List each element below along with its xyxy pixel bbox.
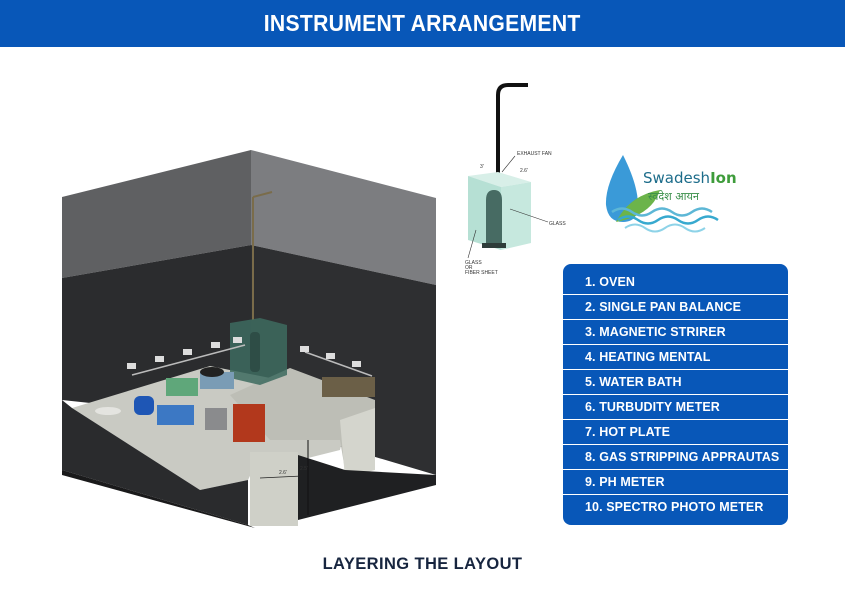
- hood-top: [468, 172, 531, 187]
- header-bar: INSTRUMENT ARRANGEMENT: [0, 0, 845, 47]
- counter-right-face: [340, 408, 375, 478]
- leaf-icon: [616, 190, 660, 222]
- swadeshion-logo: SwadeshIon स्वदेश आयन: [605, 155, 737, 233]
- logo-text-english: SwadeshIon: [643, 169, 737, 187]
- label-leader-glass: [509, 208, 549, 223]
- counter-front-block: [250, 452, 298, 526]
- label-glass: GLASS: [549, 221, 566, 227]
- socket: [127, 363, 136, 369]
- label-exhaust-fan: EXHAUST FAN: [517, 151, 552, 157]
- socket: [352, 361, 361, 367]
- exhaust-duct: [496, 83, 528, 178]
- label-glass-or-fiber-1: GLASS: [465, 260, 482, 266]
- dimension-label-height: 2.5': [300, 466, 308, 472]
- legend-item: 8. GAS STRIPPING APPRAUTAS: [563, 445, 788, 470]
- front-wall-bottom: [62, 470, 255, 528]
- front-wall-left: [62, 400, 248, 525]
- caption: LAYERING THE LAYOUT: [322, 555, 523, 573]
- fume-hood-door: [250, 332, 260, 372]
- instrument-hot-plate: [200, 367, 224, 377]
- socket-rail-left: [131, 344, 246, 376]
- socket: [211, 342, 220, 348]
- logo-text-hindi: स्वदेश आयन: [648, 190, 700, 203]
- socket: [300, 346, 309, 352]
- instrument-heating-mantle: [134, 396, 154, 415]
- instrument-turbidity-meter: [166, 378, 198, 396]
- legend-item: 3. MAGNETIC STRIRER: [563, 320, 788, 345]
- instrument-water-bath: [157, 405, 194, 425]
- legend-item: 10. SPECTRO PHOTO METER: [585, 500, 764, 514]
- label-width: 3': [480, 164, 484, 170]
- legend-item: 6. TURBUDITY METER: [563, 395, 788, 420]
- legend-item: 7. HOT PLATE: [563, 420, 788, 445]
- socket: [326, 353, 335, 359]
- label-leader-exhaust: [501, 155, 516, 173]
- right-wall-upper: [251, 150, 436, 285]
- instrument-legend: 1. OVEN 2. SINGLE PAN BALANCE 3. MAGNETI…: [563, 264, 788, 525]
- page-title: INSTRUMENT ARRANGEMENT: [264, 10, 581, 36]
- floor-right: [298, 455, 436, 520]
- wave-icon: [624, 223, 706, 233]
- dimension-label-width: 2.6': [279, 470, 287, 476]
- legend-item: 1. OVEN: [563, 270, 788, 295]
- legend-item: 2. SINGLE PAN BALANCE: [563, 295, 788, 320]
- label-depth: 2.6': [520, 168, 528, 174]
- label-leader-fiber: [467, 229, 477, 259]
- legend-item: 4. HEATING MENTAL: [563, 345, 788, 370]
- left-wall-upper: [62, 150, 251, 278]
- instrument-sink: [95, 407, 121, 415]
- legend-item: 5. WATER BATH: [563, 370, 788, 395]
- socket: [183, 349, 192, 355]
- instrument-oven: [233, 404, 265, 442]
- socket: [155, 356, 164, 362]
- fume-hood-diagram: EXHAUST FAN 3' 2.6' GLASS GLASS OR FIBER…: [465, 83, 566, 276]
- instrument-single-pan-balance: [205, 408, 227, 430]
- dimension-line-horizontal: [259, 475, 303, 479]
- hood-apparatus: [486, 190, 502, 246]
- hood-base: [482, 243, 506, 248]
- wave-icon: [617, 215, 719, 225]
- socket-rail-right: [304, 351, 373, 377]
- label-glass-or-fiber-3: FIBER SHEET: [465, 270, 498, 276]
- hood-side: [501, 182, 531, 250]
- exhaust-pipe-top: [252, 191, 273, 198]
- legend-item: 9. PH METER: [563, 470, 788, 495]
- room-illustration: 2.6' 2.5': [62, 150, 436, 528]
- instrument-spectrophotometer: [322, 377, 375, 397]
- socket: [233, 337, 242, 343]
- wave-icon: [611, 207, 713, 217]
- label-glass-or-fiber-2: OR: [465, 265, 473, 271]
